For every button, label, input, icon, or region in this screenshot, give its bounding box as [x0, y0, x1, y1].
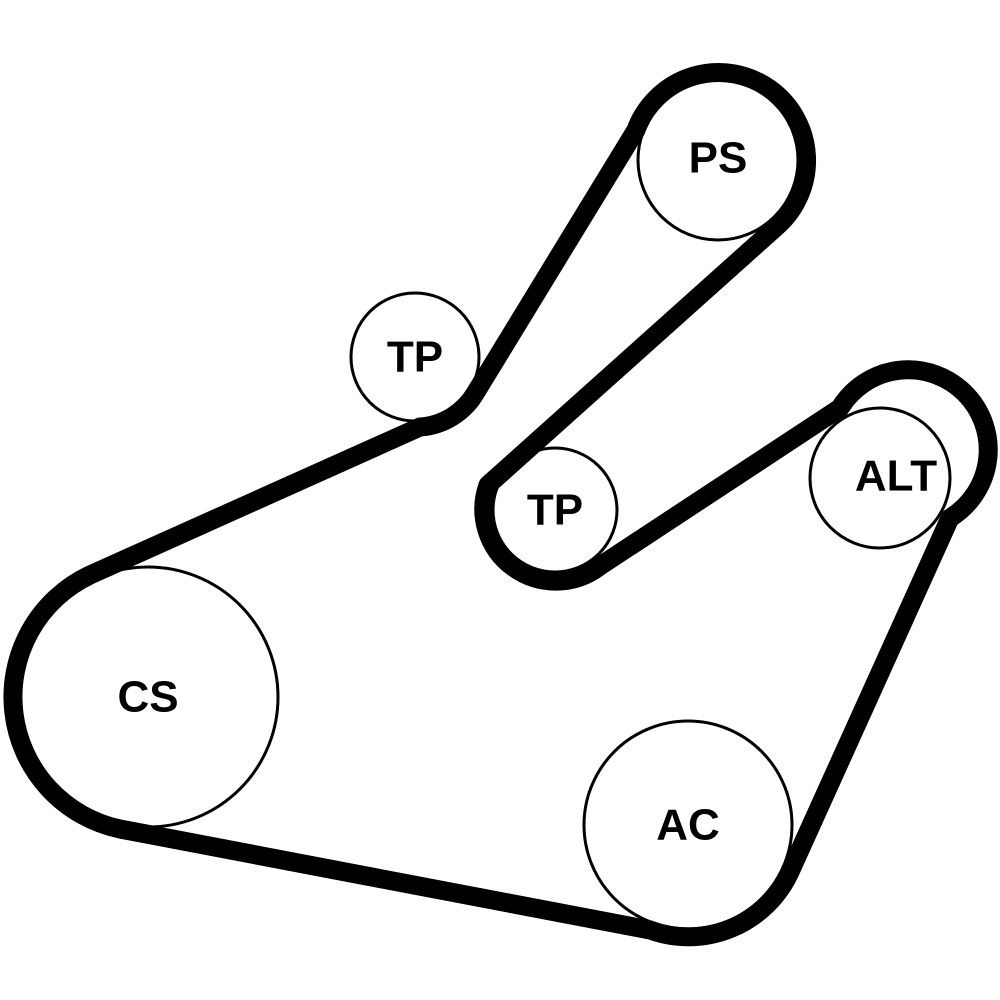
pulley-label-ac: AC	[656, 801, 720, 850]
pulley-label-ps: PS	[689, 134, 748, 183]
pulley-ac: AC	[582, 719, 794, 931]
pulley-label-cs: CS	[117, 673, 178, 722]
belt	[3, 63, 998, 947]
pulley-label-alt: ALT	[855, 452, 937, 501]
pulley-label-tp-upper: TP	[387, 333, 443, 382]
pulley-label-tp-middle: TP	[527, 486, 583, 535]
pulley-alt: ALT	[808, 406, 952, 550]
pulley-tp-upper: TP	[349, 291, 481, 423]
